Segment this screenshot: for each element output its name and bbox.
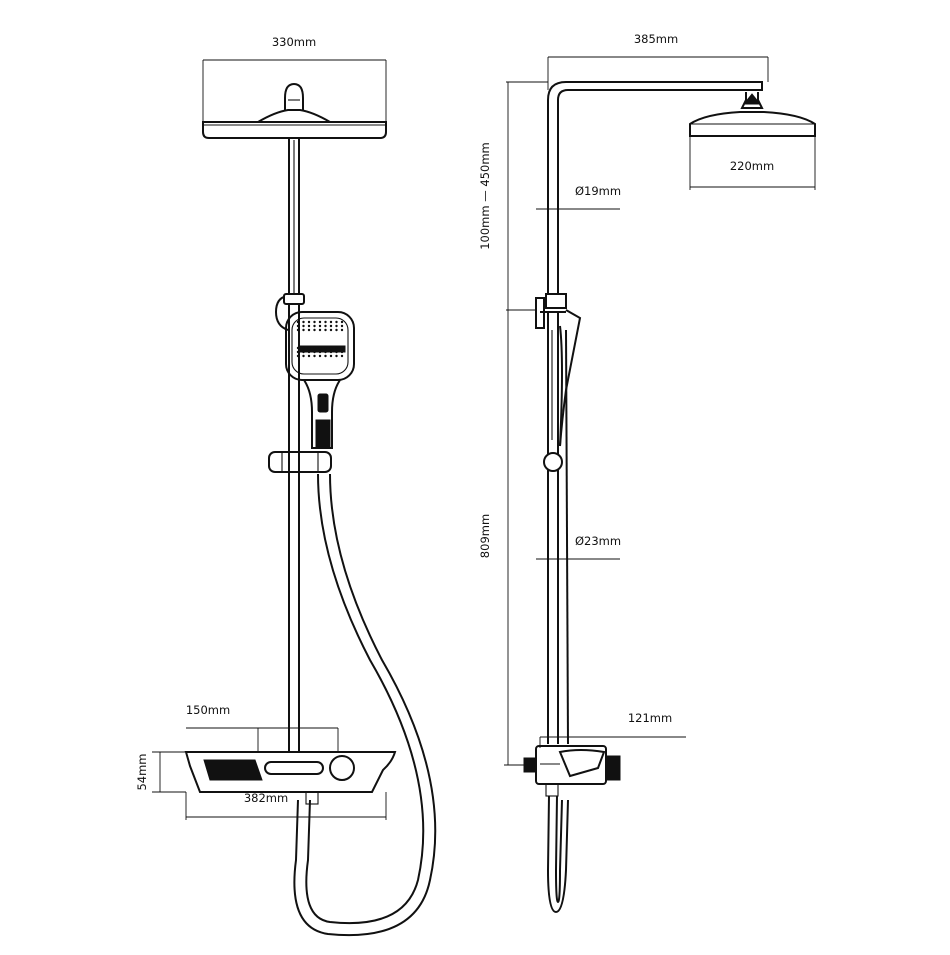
side-hand-shower: [543, 309, 582, 472]
nozzle-dot: [296, 324, 300, 328]
front-slider: [268, 451, 332, 473]
nozzle-dot: [313, 320, 316, 324]
upper-pipe-diameter-dimension: Ø19mm: [536, 184, 621, 210]
front-head-dimension: 330mm: [202, 35, 387, 122]
side-mixer: [523, 745, 621, 797]
nozzle-dot: [340, 324, 344, 328]
nozzle-dot: [313, 346, 316, 350]
shelf-top-dimension: 150mm: [186, 703, 339, 752]
nozzle-dot: [296, 328, 300, 332]
head-diameter-label: 220mm: [730, 159, 774, 173]
shelf-height-label: 54mm: [135, 753, 149, 790]
nozzle-dot: [340, 320, 344, 324]
upper-pipe-diameter-label: Ø19mm: [575, 184, 621, 198]
nozzle-dot: [329, 350, 333, 354]
nozzle-dot: [335, 320, 338, 324]
nozzle-dot: [335, 354, 338, 358]
nozzle-dot: [318, 324, 322, 328]
nozzle-dot: [324, 328, 327, 332]
front-upper-bracket: [274, 293, 305, 331]
nozzle-dot: [296, 350, 300, 354]
nozzle-dot: [335, 324, 338, 328]
nozzle-dot: [296, 320, 300, 324]
nozzle-dot: [307, 320, 311, 324]
nozzle-dot: [302, 346, 305, 350]
shelf-top-width-label: 150mm: [186, 703, 230, 717]
nozzle-dot: [313, 354, 316, 358]
nozzle-dot: [340, 350, 344, 354]
nozzle-dot: [313, 328, 316, 332]
upper-pipe-height-label: 100mm — 450mm: [478, 142, 492, 250]
side-rain-head: [689, 111, 816, 137]
nozzle-dot: [340, 346, 344, 350]
nozzle-dot: [335, 350, 338, 354]
nozzle-dot: [324, 324, 327, 328]
nozzle-dot: [318, 350, 322, 354]
mixer-depth-label: 121mm: [628, 711, 672, 725]
lower-pipe-diameter-label: Ø23mm: [575, 534, 621, 548]
nozzle-dot: [318, 346, 322, 350]
arm-length-label: 385mm: [634, 32, 678, 46]
nozzle-dot: [307, 324, 311, 328]
nozzle-dot: [307, 328, 311, 332]
head-diameter-dimension: 220mm: [689, 136, 816, 190]
nozzle-dot: [335, 346, 338, 350]
nozzle-dot: [329, 324, 333, 328]
nozzle-dot: [329, 320, 333, 324]
nozzle-dot: [324, 350, 327, 354]
nozzle-dot: [340, 354, 344, 358]
nozzle-dot: [302, 350, 305, 354]
nozzle-dot: [307, 354, 311, 358]
front-hand-shower: [285, 311, 355, 449]
upper-pipe-height-dimension: 100mm — 450mm: [478, 81, 548, 311]
nozzle-dot: [324, 346, 327, 350]
side-arm: [547, 81, 764, 296]
nozzle-dot: [307, 350, 311, 354]
nozzle-dot: [324, 320, 327, 324]
front-rail: [288, 138, 300, 752]
nozzle-dot: [307, 346, 311, 350]
nozzle-dot: [329, 328, 333, 332]
lower-pipe-height-label: 809mm: [478, 514, 492, 558]
nozzle-dot: [302, 328, 305, 332]
nozzle-dot: [302, 320, 305, 324]
shelf-width-label: 382mm: [244, 791, 288, 805]
side-view: 385mm 220mm 100mm — 450mm: [478, 32, 816, 914]
nozzle-dot: [296, 346, 300, 350]
nozzle-dot: [318, 320, 322, 324]
nozzle-dot: [324, 354, 327, 358]
mixer-depth-dimension: 121mm: [539, 711, 686, 748]
arm-length-dimension: 385mm: [547, 32, 769, 90]
front-head-width-label: 330mm: [272, 35, 316, 49]
front-shelf: [184, 751, 397, 805]
side-lower-pipe: [547, 329, 569, 745]
nozzle-dot: [340, 328, 344, 332]
front-hose: [293, 473, 437, 936]
shelf-width-dimension: 382mm: [185, 791, 387, 820]
nozzle-dot: [313, 350, 316, 354]
nozzle-dot: [313, 324, 316, 328]
nozzle-dot: [329, 354, 333, 358]
nozzle-dot: [296, 354, 300, 358]
front-rain-head: [202, 82, 387, 139]
lower-pipe-height-dimension: 809mm: [478, 310, 528, 766]
nozzle-dot: [302, 324, 305, 328]
side-bracket: [535, 293, 567, 329]
nozzle-dot: [302, 354, 305, 358]
nozzle-dot: [318, 354, 322, 358]
side-hose: [546, 795, 569, 914]
nozzle-dot: [318, 328, 322, 332]
lower-pipe-diameter-dimension: Ø23mm: [536, 534, 621, 560]
front-view: 330mm: [135, 35, 437, 936]
nozzle-dot: [335, 328, 338, 332]
shelf-height-dimension: 54mm: [135, 751, 186, 793]
nozzle-dot: [329, 346, 333, 350]
